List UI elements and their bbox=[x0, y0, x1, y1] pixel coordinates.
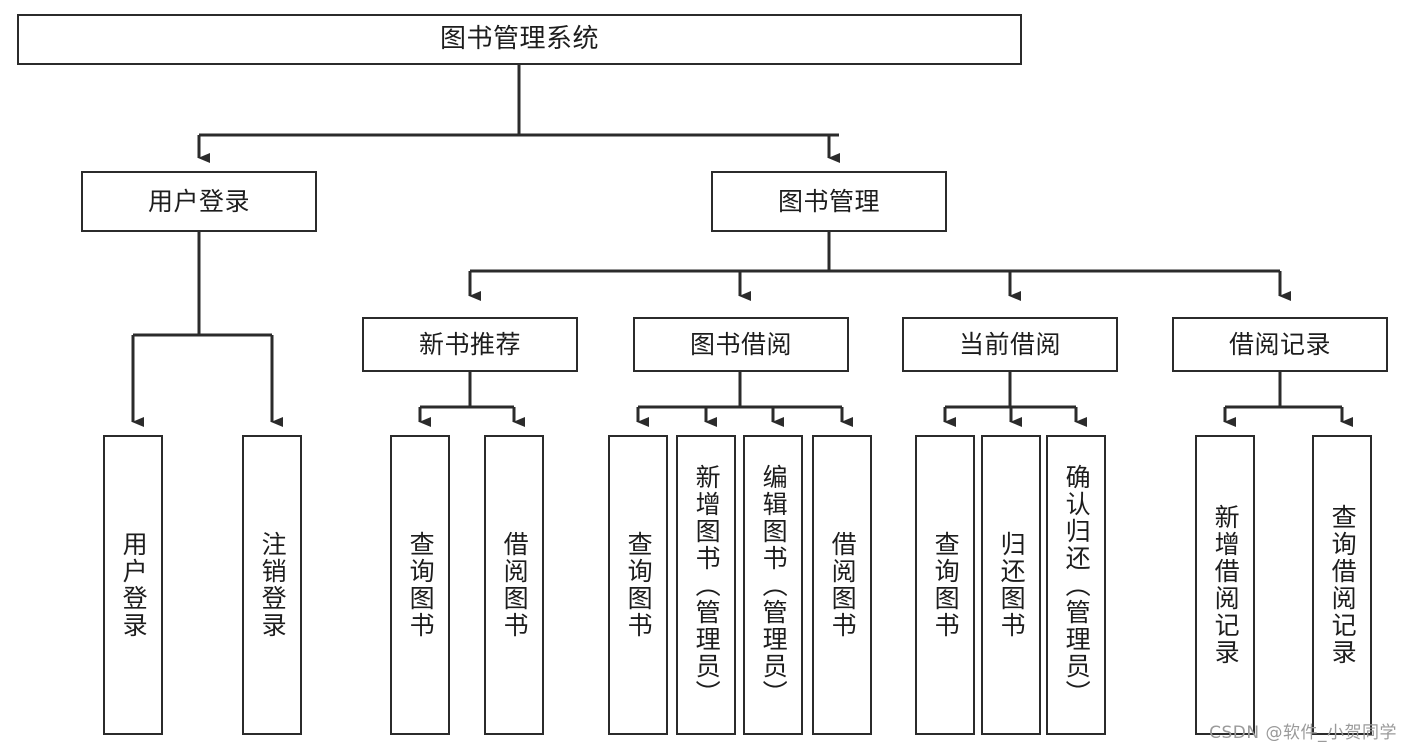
node-leaf-query-book-current[interactable]: 查询图书 bbox=[915, 435, 975, 735]
node-label: 借阅图书 bbox=[828, 531, 858, 639]
node-label: 查询图书 bbox=[406, 531, 436, 639]
node-label: 借阅记录 bbox=[1228, 329, 1331, 359]
node-label: 新增借阅记录 bbox=[1211, 504, 1241, 666]
node-label: 图书管理 bbox=[777, 186, 880, 216]
node-label: 归还图书 bbox=[997, 531, 1027, 639]
node-user-login[interactable]: 用户登录 bbox=[81, 171, 317, 232]
node-label: 查询借阅记录 bbox=[1328, 504, 1358, 666]
node-leaf-query-borrow-record[interactable]: 查询借阅记录 bbox=[1312, 435, 1372, 735]
node-leaf-user-login[interactable]: 用户登录 bbox=[103, 435, 163, 735]
node-book-borrow[interactable]: 图书借阅 bbox=[633, 317, 849, 372]
node-leaf-edit-book-admin[interactable]: 编辑图书（管理员） bbox=[743, 435, 803, 735]
node-book-manage[interactable]: 图书管理 bbox=[711, 171, 947, 232]
node-label: 借阅图书 bbox=[500, 531, 530, 639]
node-leaf-return-book[interactable]: 归还图书 bbox=[981, 435, 1041, 735]
node-leaf-borrow-book-recommend[interactable]: 借阅图书 bbox=[484, 435, 544, 735]
node-current-borrow[interactable]: 当前借阅 bbox=[902, 317, 1118, 372]
node-leaf-query-book-recommend[interactable]: 查询图书 bbox=[390, 435, 450, 735]
node-label: 查询图书 bbox=[931, 531, 961, 639]
node-leaf-query-book-borrow[interactable]: 查询图书 bbox=[608, 435, 668, 735]
node-leaf-confirm-return-admin[interactable]: 确认归还（管理员） bbox=[1046, 435, 1106, 735]
node-label: 编辑图书（管理员） bbox=[759, 463, 789, 707]
node-label: 用户登录 bbox=[147, 186, 250, 216]
node-label: 当前借阅 bbox=[958, 329, 1061, 359]
node-borrow-record[interactable]: 借阅记录 bbox=[1172, 317, 1388, 372]
node-label: 用户登录 bbox=[119, 531, 149, 639]
node-label: 图书管理系统 bbox=[439, 24, 599, 55]
node-label: 确认归还（管理员） bbox=[1062, 463, 1092, 707]
node-new-book-recommend[interactable]: 新书推荐 bbox=[362, 317, 578, 372]
node-leaf-user-logout[interactable]: 注销登录 bbox=[242, 435, 302, 735]
node-leaf-add-borrow-record[interactable]: 新增借阅记录 bbox=[1195, 435, 1255, 735]
node-leaf-borrow-book-borrow[interactable]: 借阅图书 bbox=[812, 435, 872, 735]
node-label: 新增图书（管理员） bbox=[692, 463, 722, 707]
node-label: 图书借阅 bbox=[689, 329, 792, 359]
node-label: 注销登录 bbox=[258, 531, 288, 639]
node-label: 查询图书 bbox=[624, 531, 654, 639]
watermark: CSDN @软件_小贺同学 bbox=[1209, 723, 1397, 743]
node-leaf-add-book-admin[interactable]: 新增图书（管理员） bbox=[676, 435, 736, 735]
node-label: 新书推荐 bbox=[418, 329, 521, 359]
node-root-book-management-system[interactable]: 图书管理系统 bbox=[17, 14, 1022, 65]
